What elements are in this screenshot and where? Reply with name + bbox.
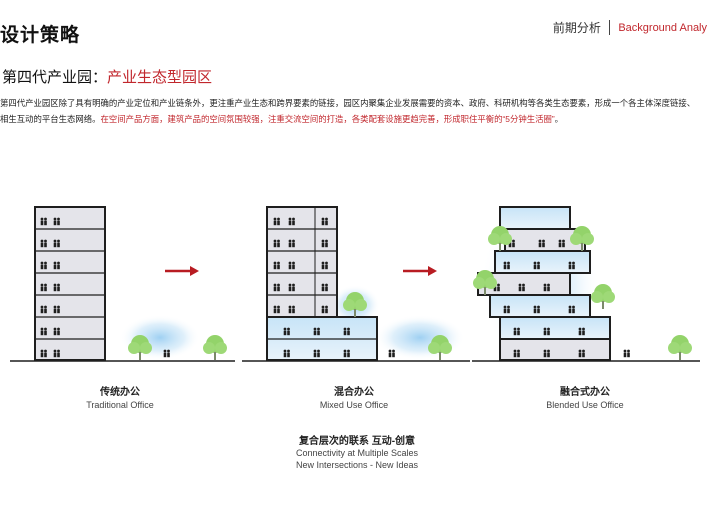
- summary-cn: 复合层次的联系 互动-创意: [298, 436, 416, 447]
- traditional-office-en: Traditional Office: [86, 400, 154, 410]
- subtitle-highlight: 产业生态型园区: [107, 69, 213, 86]
- description-text: 第四代产业园区除了具有明确的产业定位和产业链条外，更注重产业生态和跨界要素的链接…: [0, 98, 696, 124]
- office-evolution-diagram: [10, 205, 700, 365]
- blended-use-office-building: [472, 205, 700, 365]
- summary-en-line2: New Intersections - New Ideas: [295, 460, 419, 470]
- summary-en-line1: Connectivity at Multiple Scales: [295, 448, 419, 458]
- description-highlight: 在空间产品方面，建筑产品的空间氛围较强，注重交流空间的打造，各类配套设施更趋完善…: [100, 114, 555, 124]
- blended-use-office-en: Blended Use Office: [546, 400, 624, 410]
- mixed-use-office-en: Mixed Use Office: [319, 400, 389, 410]
- mixed-use-office-cn: 混合办公: [334, 387, 374, 398]
- section-en: Background Analy: [618, 21, 707, 34]
- description: 第四代产业园区除了具有明确的产业定位和产业链条外，更注重产业生态和跨界要素的链接…: [0, 95, 700, 127]
- mixed-use-office-building: [242, 206, 470, 362]
- section-indicator: 前期分析 Background Analy: [553, 19, 707, 36]
- blended-use-office-cn: 融合式办公: [560, 387, 610, 398]
- arrow-right-icon: [403, 266, 437, 276]
- subtitle-prefix: 第四代产业园：: [2, 69, 108, 86]
- section-divider: [608, 20, 611, 35]
- description-end: 。: [554, 114, 563, 124]
- summary-caption: 复合层次的联系 互动-创意 Connectivity at Multiple S…: [257, 432, 457, 471]
- mixed-use-office-caption: 混合办公 Mixed Use Office: [264, 383, 444, 410]
- traditional-office-caption: 传统办公 Traditional Office: [30, 383, 210, 410]
- blended-use-office-caption: 融合式办公 Blended Use Office: [495, 383, 675, 410]
- traditional-office-building: [10, 206, 235, 362]
- section-cn: 前期分析: [552, 21, 601, 35]
- traditional-office-cn: 传统办公: [100, 387, 140, 398]
- subtitle: 第四代产业园：产业生态型园区: [2, 66, 212, 87]
- arrow-right-icon: [165, 266, 199, 276]
- page-title: 设计策略: [0, 25, 81, 46]
